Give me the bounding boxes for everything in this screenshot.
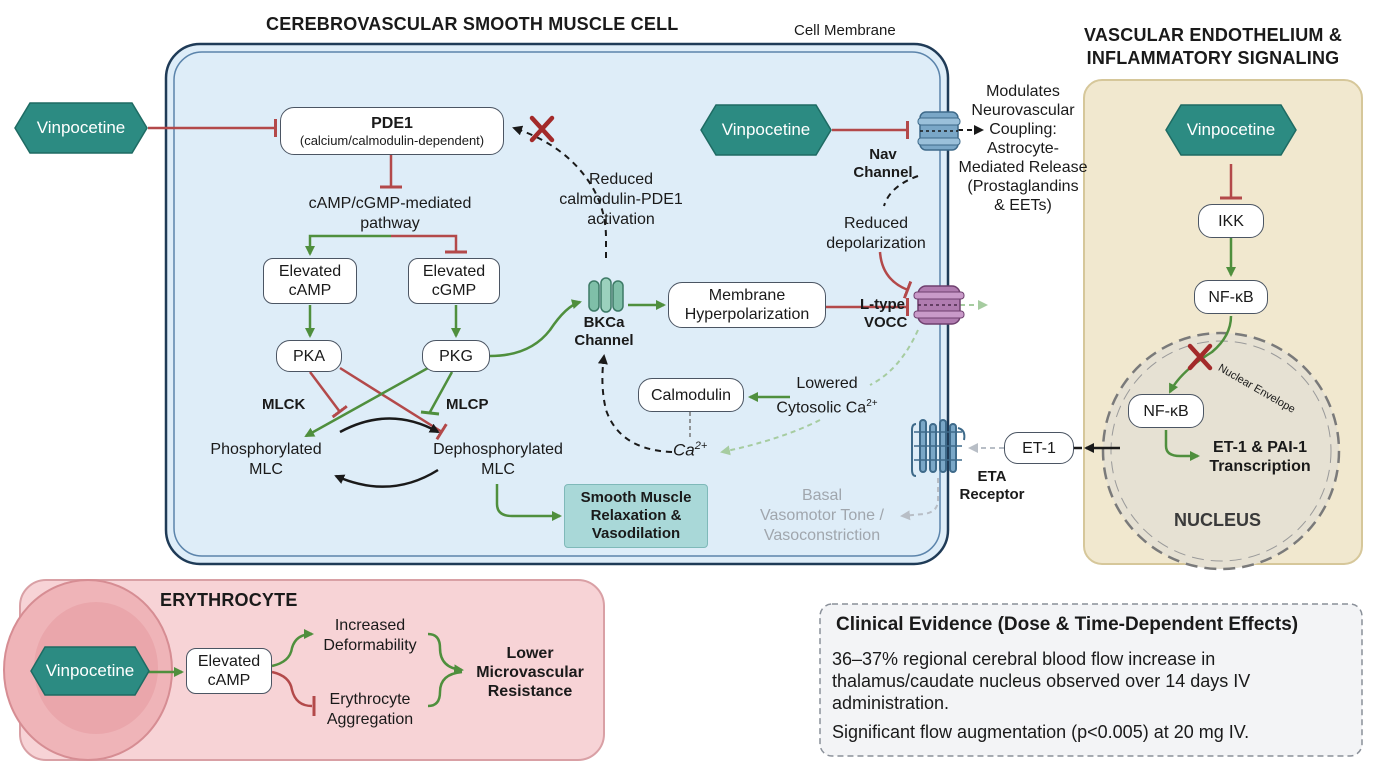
cell-membrane-label: Cell Membrane [794,22,896,39]
et1-node: ET-1 [1004,432,1074,464]
erythrocyte-aggregation-label: Erythrocyte Aggregation [326,691,414,728]
elevated-cgmp-node: Elevated cGMP [408,258,500,304]
nav-channel-label: Nav Channel [853,146,913,181]
blocked-x-mark-pde1 [529,115,555,143]
nucleus-envelope [1101,331,1341,571]
bkca-channel-label: BKCa Channel [574,314,634,349]
nucleus-label: NUCLEUS [1174,510,1262,530]
reduced-depolarization-label: Reduced depolarization [826,215,926,252]
increased-deformability-label: Increased Deformability [323,617,417,654]
reduced-calmodulin-label: Reduced calmodulin-PDE1 activation [559,171,683,228]
ltype-vocc-channel-icon [913,285,965,325]
eta-receptor-icon [911,419,966,477]
basal-vasomotor-tone-label: Basal Vasomotor Tone / Vasoconstriction [760,487,884,544]
ikk-node: IKK [1198,204,1264,238]
eta-receptor-label: ETA Receptor [959,468,1025,503]
phosphorylated-mlc-label: Phosphorylated MLC [210,441,322,478]
mlcp-label: MLCP [446,396,489,413]
smooth-muscle-title: CEREBROVASCULAR SMOOTH MUSCLE CELL [266,14,679,34]
clinical-evidence-significance: Significant flow augmentation (p<0.005) … [832,722,1250,742]
blocked-x-mark-nucleus [1187,343,1213,371]
vinpocetine-node-nav: Vinpocetine [700,104,832,156]
vinpocetine-node-endothelium: Vinpocetine [1165,104,1297,156]
neurovascular-coupling-label: Modulates Neurovascular Coupling: Astroc… [958,83,1088,214]
hexagon-shape [14,102,148,154]
endothelium-title: VASCULAR ENDOTHELIUM & INFLAMMATORY SIGN… [1083,25,1343,68]
membrane-hyperpolarization-node: Membrane Hyperpolarization [668,282,826,328]
et1-pai1-transcription-label: ET-1 & PAI-1 Transcription [1209,439,1311,475]
clinical-evidence-title: Clinical Evidence (Dose & Time-Dependent… [836,614,1299,635]
clinical-evidence-box [819,603,1363,757]
erythrocyte-elevated-camp-node: Elevated cAMP [186,648,272,694]
camp-cgmp-pathway-label: cAMP/cGMP-mediated pathway [308,195,472,232]
vinpocetine-node-erythrocyte: Vinpocetine [30,646,150,696]
bkca-channel-icon [588,277,624,313]
smooth-muscle-relaxation-node: Smooth Muscle Relaxation & Vasodilation [564,484,708,548]
lower-microvascular-resistance-label: Lower Microvascular Resistance [476,645,584,700]
mlck-label: MLCK [262,396,306,413]
hexagon-shape [30,646,150,696]
nav-channel-icon [917,111,961,151]
nfkb-cytoplasm-node: NF-κB [1194,280,1268,314]
hexagon-shape [700,104,832,156]
pka-node: PKA [276,340,342,372]
nfkb-nuclear-node: NF-κB [1128,394,1204,428]
pkg-node: PKG [422,340,490,372]
dephosphorylated-mlc-label: Dephosphorylated MLC [433,441,563,478]
clinical-evidence-text: 36–37% regional cerebral blood flow incr… [832,649,1251,713]
calcium-ion-label: Ca2+ [673,440,708,460]
elevated-camp-node: Elevated cAMP [263,258,357,304]
hexagon-shape [1165,104,1297,156]
ltype-vocc-label: L-type VOCC [860,296,908,331]
pde1-node: PDE1 (calcium/calmodulin-dependent) [280,107,504,155]
lowered-cytosolic-ca-label: Lowered Cytosolic Ca2+ [776,375,878,417]
erythrocyte-title: ERYTHROCYTE [160,590,298,610]
vinpocetine-node-left: Vinpocetine [14,102,148,154]
calmodulin-node: Calmodulin [638,378,744,412]
